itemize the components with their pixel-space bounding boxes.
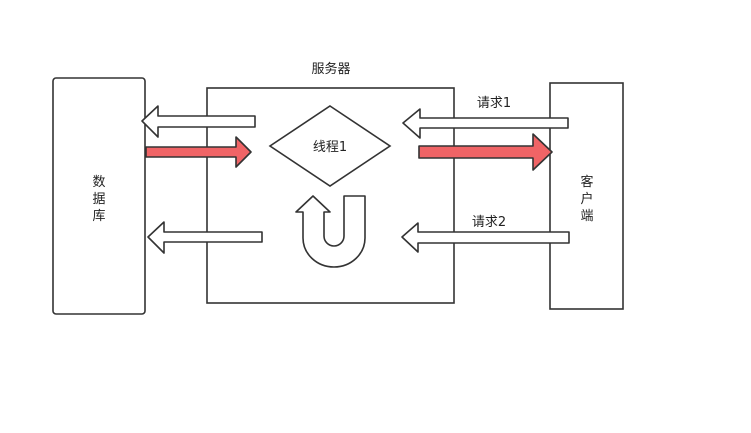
arrow-request1 [402, 108, 569, 139]
database-box [52, 77, 146, 315]
arrow-server-to-client [418, 133, 553, 171]
u-turn-arrow [295, 195, 366, 268]
database-label-char-2: 据 [92, 192, 105, 207]
request1-label: 请求1 [477, 96, 511, 111]
client-box [549, 82, 624, 310]
thread-diamond [268, 105, 392, 187]
server-label: 服务器 [311, 61, 350, 77]
arrow-database-to-server [145, 136, 252, 168]
database-label-char-1: 数 [92, 175, 105, 190]
arrow-server-to-database-top [141, 105, 256, 138]
client-label-char-3: 端 [580, 209, 593, 224]
thread-label: 线程1 [313, 140, 347, 155]
client-label-char-1: 客 [580, 174, 593, 190]
arrow-request2 [401, 222, 570, 253]
request2-label: 请求2 [472, 215, 506, 230]
arrow-server-to-database-bottom [147, 221, 263, 254]
database-label-char-3: 库 [92, 208, 105, 224]
client-label-char-2: 户 [580, 191, 593, 207]
